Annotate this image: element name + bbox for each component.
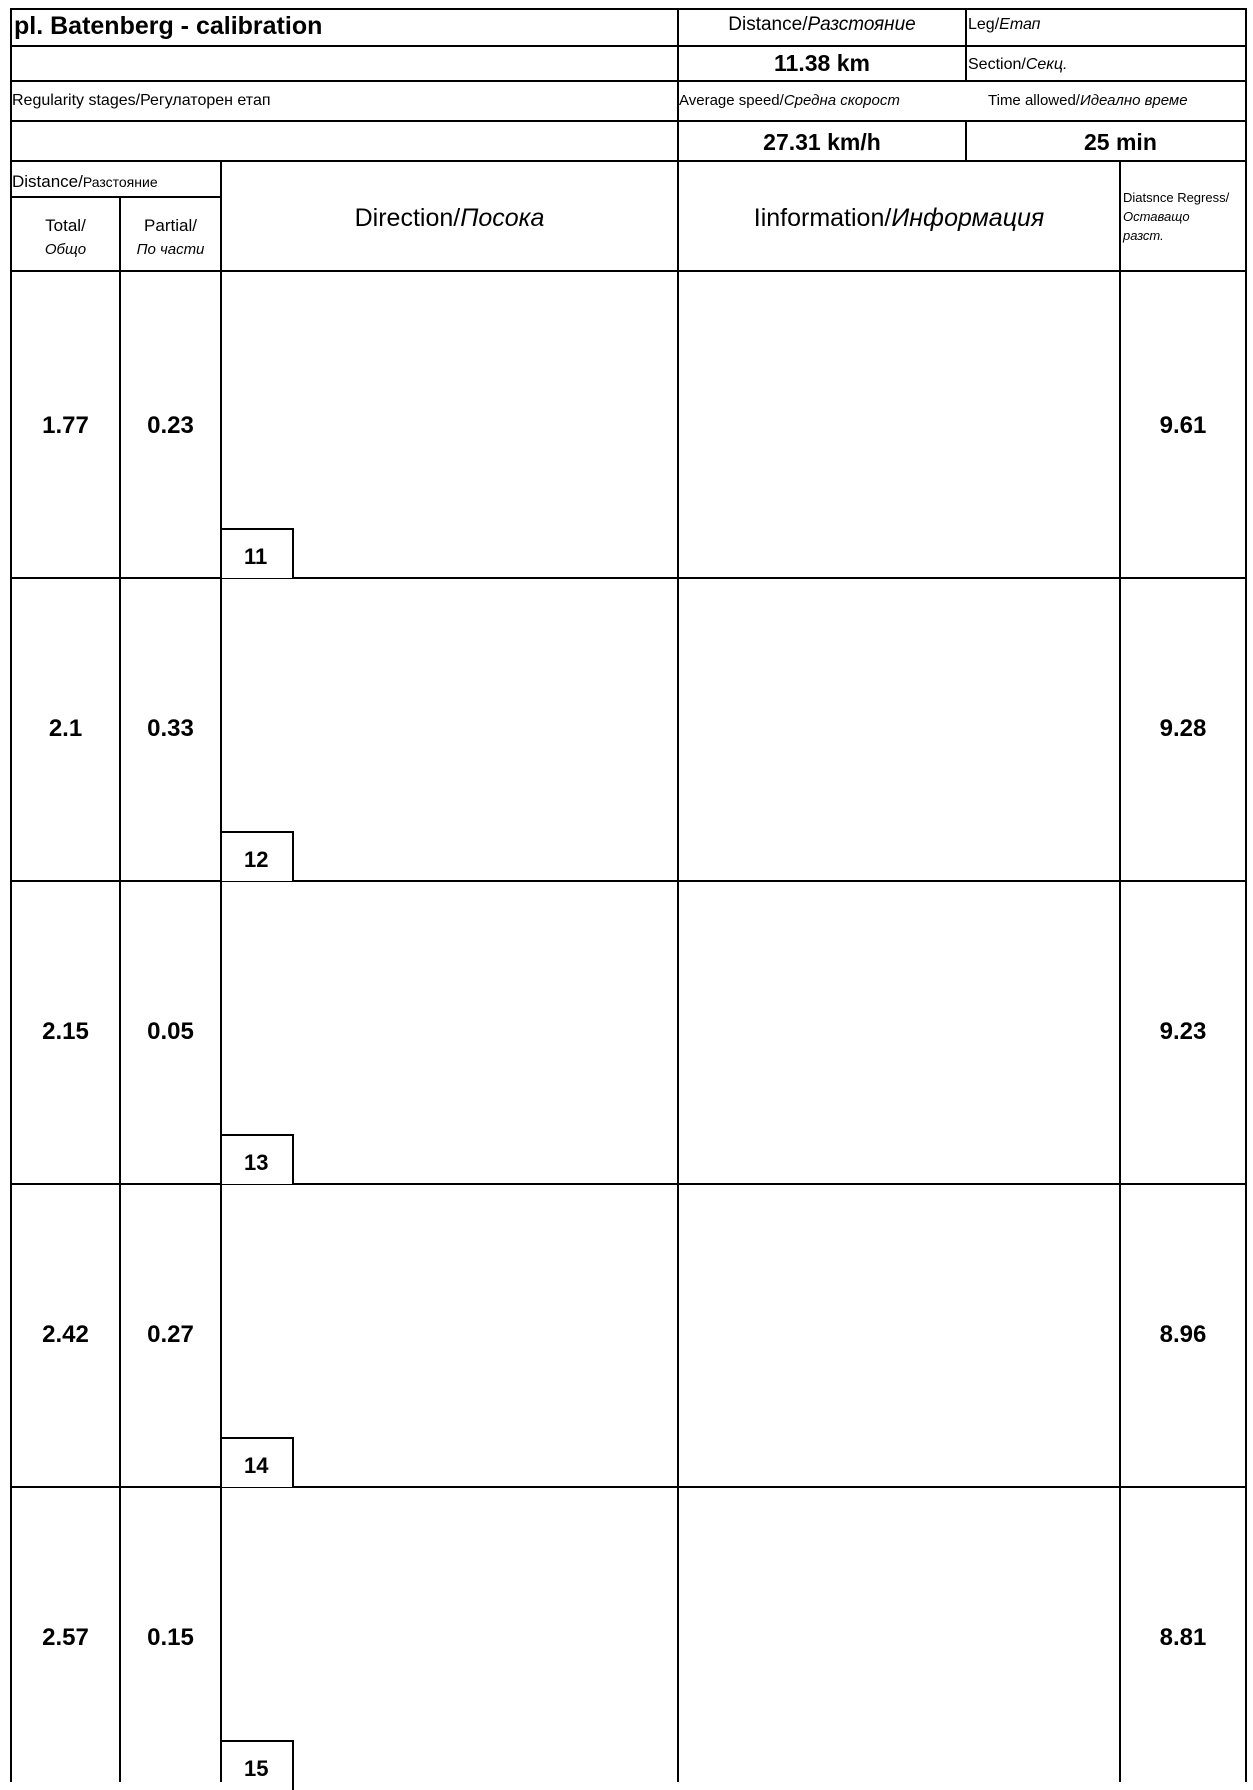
instruction-number: 11 bbox=[222, 528, 294, 578]
leg-label: Leg/Етап bbox=[968, 16, 1041, 33]
instruction-number: 15 bbox=[222, 1740, 294, 1790]
total-value: 1.77 bbox=[42, 412, 89, 439]
traffic-light-icon bbox=[851, 1561, 905, 1635]
information-header: Iinformation/Информация bbox=[753, 204, 1045, 232]
instruction-number: 13 bbox=[222, 1134, 294, 1184]
yield-icon bbox=[846, 624, 922, 688]
partial-value: 0.23 bbox=[147, 412, 194, 439]
straight-or-right-icon bbox=[849, 693, 919, 763]
total-value: 2.57 bbox=[42, 1624, 89, 1651]
traffic-light-icon bbox=[700, 1523, 754, 1597]
partial-value: 0.33 bbox=[147, 715, 194, 742]
traffic-light-icon bbox=[700, 615, 754, 689]
traffic-light-icon bbox=[855, 1043, 909, 1117]
traffic-light-icon bbox=[855, 449, 909, 523]
time-allowed-label: Time allowed/Идеално време bbox=[988, 92, 1188, 109]
priority-road-icon bbox=[844, 295, 922, 373]
field-icon bbox=[457, 1190, 537, 1314]
instruction-number: 14 bbox=[222, 1437, 294, 1487]
avg-speed-value: 27.31 km/h bbox=[763, 129, 881, 155]
total-value: 2.42 bbox=[42, 1321, 89, 1348]
field-icon bbox=[325, 1643, 401, 1775]
traffic-light-icon bbox=[855, 1349, 909, 1423]
field-icon bbox=[321, 1192, 400, 1319]
regress-value: 8.81 bbox=[1159, 1624, 1207, 1651]
section-label: Section/Секц. bbox=[968, 56, 1068, 73]
field-icon bbox=[463, 1643, 539, 1775]
total-value: 2.1 bbox=[48, 715, 83, 742]
distance-label: Distance/Разстояние bbox=[728, 14, 916, 35]
regress-header: Diatsnce Regress/ Оставащо разст. bbox=[1123, 190, 1230, 243]
total-value: 2.15 bbox=[42, 1018, 89, 1045]
distance-group-header: Distance/Разстояние bbox=[12, 172, 158, 191]
avg-speed-label: Average speed/Средна скорост bbox=[679, 92, 900, 109]
instruction-number: 12 bbox=[222, 831, 294, 881]
stop-sign-text: STOP bbox=[849, 930, 909, 955]
partial-value: 0.15 bbox=[147, 1624, 194, 1651]
straight-or-right-icon bbox=[849, 373, 919, 443]
partial-header: Partial/По части bbox=[136, 216, 205, 258]
regress-value: 9.28 bbox=[1159, 715, 1207, 742]
distance-value: 11.38 km bbox=[774, 50, 870, 76]
regularity-label: Regularity stages/Регулаторен етап bbox=[12, 92, 271, 109]
partial-value: 0.05 bbox=[147, 1018, 194, 1045]
page-title: pl. Batenberg - calibration bbox=[14, 12, 323, 40]
total-header: Total/Общо bbox=[44, 216, 87, 258]
regress-value: 8.96 bbox=[1159, 1321, 1207, 1348]
stop-sign-icon bbox=[839, 903, 919, 983]
time-allowed-value: 25 min bbox=[1084, 129, 1157, 155]
regress-value: 9.23 bbox=[1159, 1018, 1207, 1045]
regress-value: 9.61 bbox=[1159, 412, 1207, 439]
partial-value: 0.27 bbox=[147, 1321, 194, 1348]
direction-header: Direction/Посока bbox=[354, 204, 545, 232]
straight-or-right-icon bbox=[849, 1279, 919, 1349]
straight-or-left-icon bbox=[844, 973, 914, 1043]
